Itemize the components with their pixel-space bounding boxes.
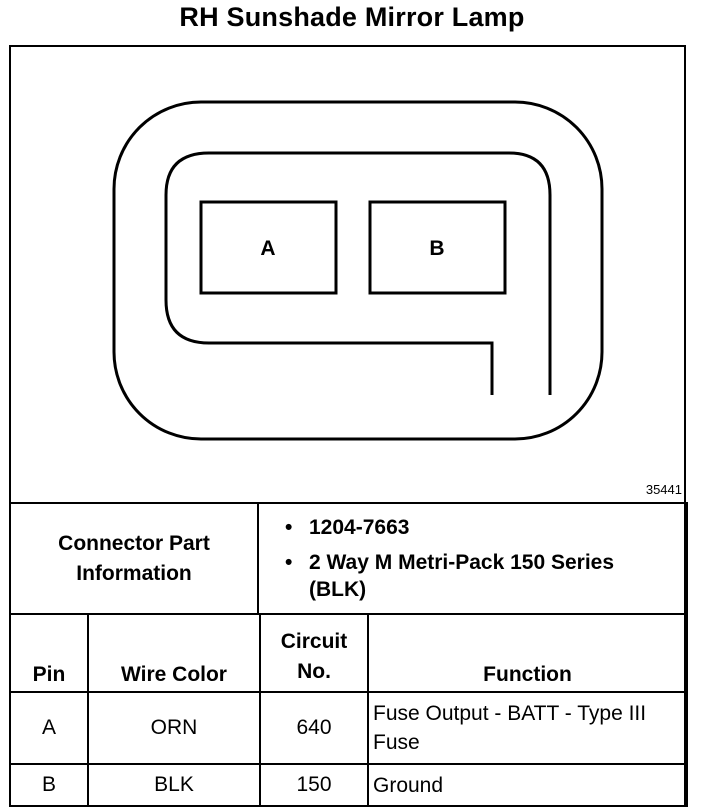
cell-circuit: 640 (259, 691, 369, 765)
part-number: 1204-7663 (285, 514, 686, 541)
cell-pin: B (9, 763, 89, 807)
pin-cavity-a (199, 200, 338, 295)
cell-wire-color: ORN (87, 691, 261, 765)
connector-part-info-table: Connector Part Information 1204-7663 2 W… (9, 502, 688, 615)
pin-label-b: B (429, 237, 444, 260)
table-row: B BLK 150 Ground (9, 763, 688, 807)
figure-id: 35441 (645, 482, 682, 497)
diagram-title: RH Sunshade Mirror Lamp (179, 2, 525, 32)
pin-table: Pin Wire Color Circuit No. Function A OR… (9, 613, 688, 807)
cell-circuit: 150 (259, 763, 369, 807)
table-row: A ORN 640 Fuse Output - BATT - Type III … (9, 691, 688, 765)
cell-pin: A (9, 691, 89, 765)
header-circuit-no-text: Circuit No. (280, 630, 348, 683)
header-wire-color: Wire Color (87, 613, 261, 693)
cell-function: Ground (367, 763, 688, 807)
pin-table-header-row: Pin Wire Color Circuit No. Function (9, 613, 688, 693)
connector-series: 2 Way M Metri-Pack 150 Series (BLK) (285, 549, 619, 603)
connector-outer-housing (112, 100, 604, 441)
cell-wire-color: BLK (87, 763, 261, 807)
cell-function-text: Fuse Output - BATT - Type III Fuse (373, 702, 647, 754)
part-info-label: Connector Part Information (9, 502, 259, 615)
diagram-frame (9, 45, 686, 807)
pin-cavity-b (368, 200, 507, 295)
part-info-values: 1204-7663 2 Way M Metri-Pack 150 Series … (257, 502, 688, 615)
pin-label-a: A (260, 237, 275, 260)
part-info-label-text: Connector Part Information (58, 531, 210, 585)
header-circuit-no: Circuit No. (259, 613, 369, 693)
header-pin: Pin (9, 613, 89, 693)
cell-function: Fuse Output - BATT - Type III Fuse (367, 691, 688, 765)
connector-inner-keyway (164, 151, 552, 395)
connector-face-drawing: A B (112, 100, 604, 441)
header-function: Function (367, 613, 688, 693)
